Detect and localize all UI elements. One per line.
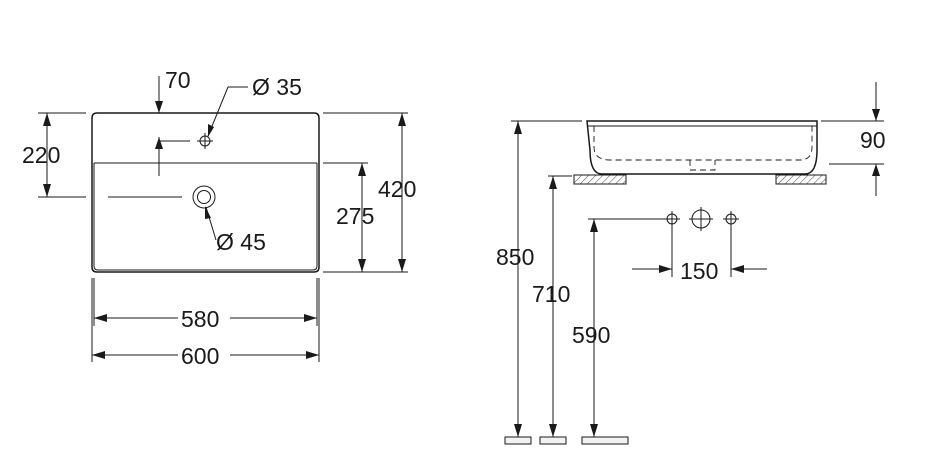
dim-basin-height: 90 — [860, 127, 886, 153]
dim-width-outer: 600 — [181, 343, 219, 369]
dim-drain: Ø 45 — [216, 229, 266, 255]
dim-depth-total: 420 — [378, 176, 416, 202]
bowl-hidden-line — [593, 126, 813, 161]
wall-tap-right — [723, 211, 739, 227]
bowl-outline — [93, 162, 318, 271]
dim-drain-height: 710 — [532, 281, 570, 307]
wall-tap-left — [664, 211, 680, 227]
wall-tap-center — [689, 207, 713, 231]
floor-block-3 — [581, 436, 629, 445]
side-view: 90 850 710 590 — [496, 82, 886, 445]
basin-side-profile — [586, 120, 818, 175]
tap-hole — [197, 133, 213, 149]
top-view: 70 Ø 35 Ø 45 220 420 275 — [22, 67, 416, 369]
dim-tap-spacing: 150 — [680, 258, 718, 284]
dim-depth-front: 220 — [22, 142, 60, 168]
dim-tap-offset: 70 — [165, 67, 191, 93]
basin-outline — [91, 112, 320, 273]
counter-support-right — [775, 174, 827, 185]
dim-bowl-depth: 275 — [336, 203, 374, 229]
counter-support-left — [573, 174, 627, 185]
drain-hole — [108, 185, 216, 209]
floor-block-1 — [504, 436, 532, 445]
dim-tap-height: 590 — [572, 322, 610, 348]
floor-block-2 — [539, 436, 567, 445]
dim-width-inner: 580 — [181, 306, 219, 332]
dim-counter-height: 850 — [496, 244, 534, 270]
dim-tap-hole: Ø 35 — [252, 74, 302, 100]
